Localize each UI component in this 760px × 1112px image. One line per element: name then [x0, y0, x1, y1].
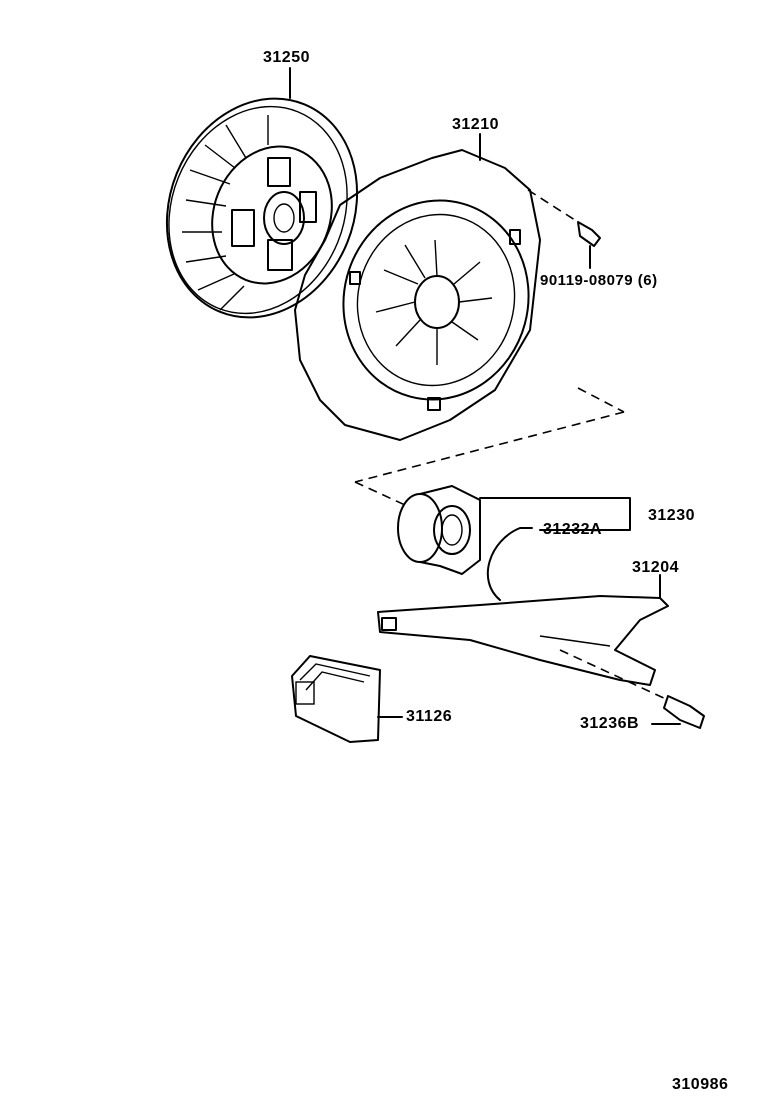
clutch-cover-drawing — [294, 133, 601, 441]
figure-number: 310986 — [672, 1076, 729, 1093]
part-label-31230: 31230 — [648, 507, 695, 524]
fork-boot-drawing — [291, 655, 403, 743]
part-label-31204: 31204 — [632, 559, 679, 576]
release-bearing-drawing — [397, 485, 631, 601]
part-label-31210: 31210 — [452, 116, 499, 133]
release-fork-drawing — [377, 574, 705, 729]
part-label-31236B: 31236B — [580, 715, 640, 732]
part-label-90119-08079: 90119-08079 (6) — [540, 272, 658, 289]
part-label-31126: 31126 — [406, 708, 453, 725]
part-label-31232A: 31232A — [543, 521, 603, 538]
clutch-disc-drawing — [165, 67, 359, 319]
part-label-31250: 31250 — [263, 49, 310, 66]
